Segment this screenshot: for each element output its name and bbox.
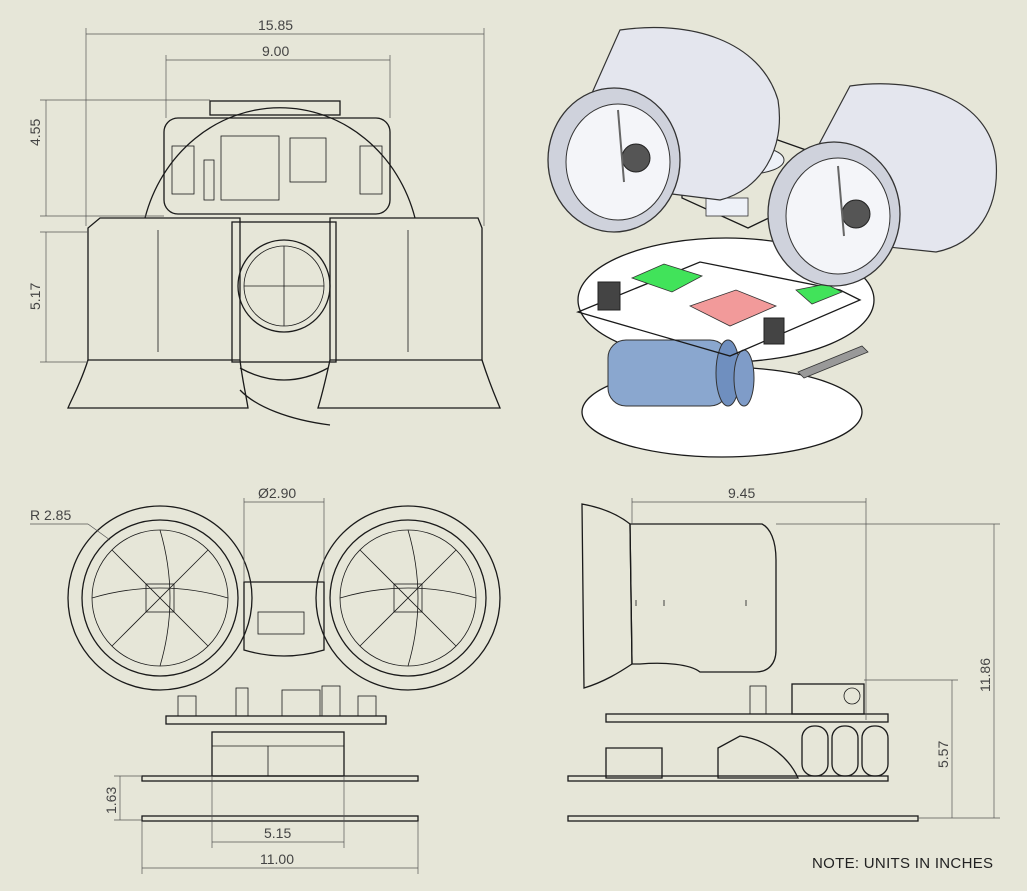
front-left-pod (87, 217, 241, 361)
top-battery-block (211, 731, 345, 777)
iso-pink-board (688, 289, 778, 327)
front-right-flare (317, 359, 501, 409)
iso-right-pod (767, 83, 998, 287)
dim-dia-2-90: Ø2.90 (258, 485, 296, 501)
side-view: 9.45 11.86 5.57 (567, 485, 1000, 822)
front-left-flare (67, 359, 249, 409)
dim-1-63: 1.63 (103, 787, 119, 814)
top-base-plate (141, 815, 419, 822)
dim-r-2-85: R 2.85 (30, 507, 71, 523)
side-dimensions: 9.45 11.86 5.57 (631, 485, 1000, 819)
side-battery-1 (801, 725, 829, 777)
side-base-plate (567, 815, 919, 822)
side-servo (791, 683, 865, 715)
iso-batteries (607, 339, 755, 407)
side-nozzle (581, 503, 633, 689)
dim-4-55: 4.55 (27, 119, 43, 146)
dim-15-85: 15.85 (258, 17, 293, 33)
front-view: 15.85 9.00 4.55 5.17 (27, 17, 501, 426)
front-center-hole (237, 239, 331, 333)
front-top-bar (209, 100, 341, 116)
dim-5-15: 5.15 (264, 825, 291, 841)
iso-left-pod (547, 27, 780, 233)
top-right-ring-outer (315, 505, 501, 691)
top-view: R 2.85 Ø2.90 1.63 5.15 11.00 (30, 485, 501, 874)
side-deck-plate (605, 713, 889, 723)
front-right-pod (329, 217, 483, 361)
dim-11-86: 11.86 (977, 658, 993, 692)
front-center-panel (231, 221, 337, 363)
side-pod-body (629, 523, 777, 673)
dim-9-00: 9.00 (262, 43, 289, 59)
front-top-plate (163, 117, 391, 215)
dim-11-00: 11.00 (260, 851, 294, 867)
top-left-ring-outer (67, 505, 253, 691)
top-dimensions: R 2.85 Ø2.90 1.63 5.15 11.00 (30, 485, 419, 874)
dim-5-57: 5.57 (935, 741, 951, 768)
units-note: NOTE: UNITS IN INCHES (812, 855, 993, 872)
dim-5-17: 5.17 (27, 283, 43, 310)
dim-9-45: 9.45 (728, 485, 755, 501)
front-dimensions: 15.85 9.00 4.55 5.17 (27, 17, 485, 363)
iso-green-board (630, 263, 704, 293)
isometric-view (547, 27, 998, 458)
front-disc-outline (144, 107, 416, 219)
top-deck-plate (165, 715, 387, 725)
